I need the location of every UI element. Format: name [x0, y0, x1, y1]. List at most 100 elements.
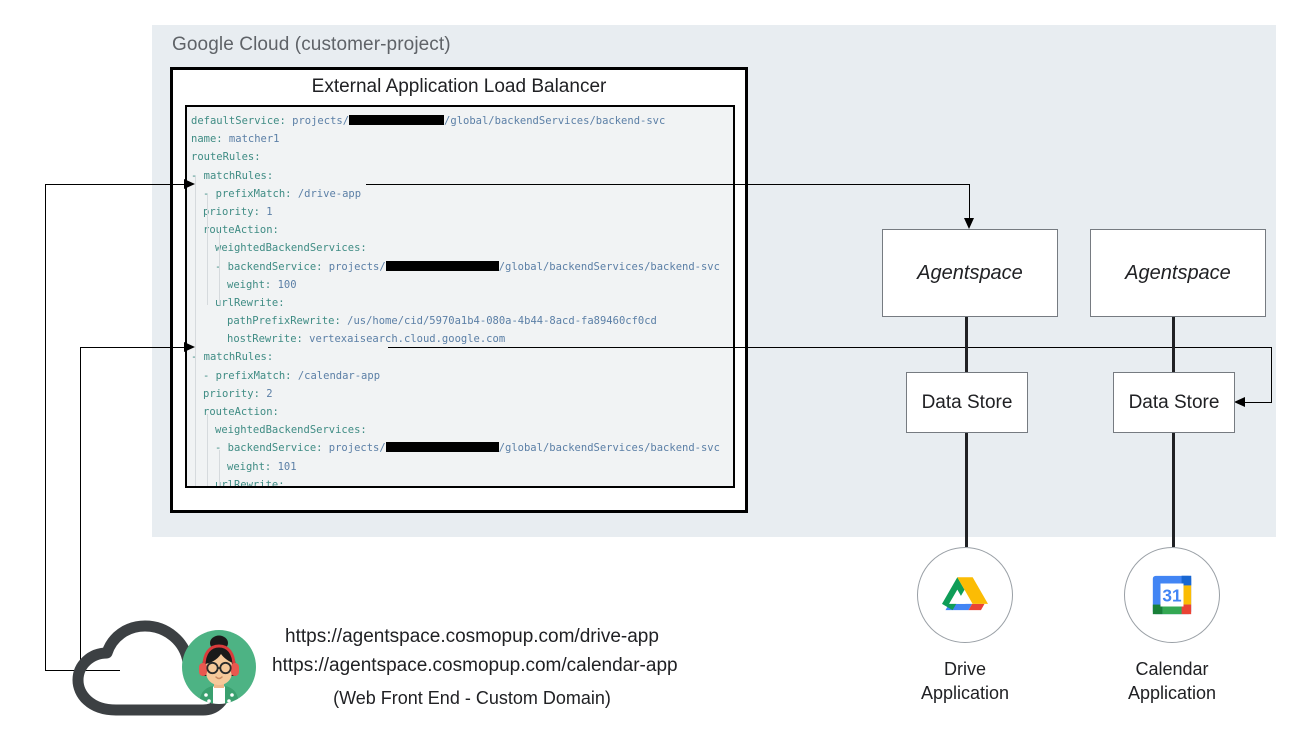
- calendar-application-icon[interactable]: 31 Calendar Application: [1124, 547, 1220, 703]
- yaml-value: /calendar-app: [291, 369, 381, 382]
- yaml-line: pathPrefixRewrite: /us/home/cid/5970a1b4…: [191, 312, 733, 330]
- yaml-line: - matchRules:: [191, 348, 733, 366]
- arrowhead-calendar-rule: [184, 342, 195, 352]
- yaml-key: weightedBackendServices:: [215, 242, 367, 255]
- yaml-line: name: matcher1: [191, 130, 733, 148]
- drive-label-line2: Application: [920, 683, 1010, 703]
- node-agentspace-left[interactable]: Agentspace: [882, 229, 1058, 317]
- yaml-key: - prefixMatch:: [203, 369, 292, 382]
- indent-guide: [207, 195, 208, 305]
- yaml-line: routeAction:: [191, 221, 733, 239]
- yaml-value: 101: [271, 460, 297, 473]
- link-datastore-left-to-drive-app: [964, 432, 968, 547]
- indent-guide: [207, 414, 208, 486]
- yaml-value-tail: /global/backendServices/backend-svc: [444, 115, 666, 127]
- yaml-value: /drive-app: [291, 187, 362, 200]
- arrowhead-drive-rule: [184, 179, 195, 189]
- yaml-value: matcher1: [222, 133, 280, 146]
- yaml-value-tail: /global/backendServices/backend-svc: [498, 260, 720, 273]
- yaml-key: - prefixMatch:: [203, 187, 292, 200]
- yaml-value: 2: [259, 387, 273, 400]
- calendar-label-line2: Application: [1127, 683, 1217, 703]
- yaml-value: 1: [259, 205, 273, 218]
- google-drive-icon: [917, 547, 1013, 643]
- drive-application-icon[interactable]: Drive Application: [917, 547, 1013, 703]
- node-datastore-left[interactable]: Data Store: [906, 372, 1028, 433]
- connector-user-to-calendar-vertical: [80, 347, 82, 671]
- google-cloud-panel-title: Google Cloud (customer-project): [172, 34, 451, 55]
- yaml-key: - backendService:: [215, 260, 323, 273]
- calendar-label-line1: Calendar: [1135, 659, 1209, 679]
- yaml-line: hostRewrite: vertexaisearch.cloud.google…: [191, 330, 733, 348]
- yaml-key: hostRewrite:: [227, 333, 303, 346]
- indent-guide: [219, 450, 220, 486]
- yaml-line: weightedBackendServices:: [191, 421, 733, 439]
- yaml-line: - matchRules:: [191, 167, 733, 185]
- yaml-line: routeAction:: [191, 403, 733, 421]
- yaml-line: weightedBackendServices:: [191, 239, 733, 257]
- arrowhead-agentspace-left: [964, 218, 974, 229]
- connector-calendar-to-datastore-v: [1271, 347, 1273, 403]
- link-agentspace-right-to-datastore: [1171, 316, 1175, 373]
- yaml-line: - prefixMatch: /drive-app: [191, 185, 733, 203]
- yaml-value: projects/: [285, 115, 350, 127]
- yaml-value: projects/: [322, 442, 386, 455]
- calendar-application-label: Calendar Application: [1087, 657, 1257, 705]
- indent-guide: [195, 177, 196, 486]
- yaml-key: - matchRules:: [191, 169, 274, 182]
- redacted-project-id: [385, 442, 499, 453]
- redacted-project-id: [349, 115, 445, 125]
- link-agentspace-left-to-datastore: [964, 316, 968, 373]
- yaml-value: projects/: [322, 260, 386, 273]
- yaml-key: - backendService:: [215, 442, 323, 455]
- google-calendar-icon: 31: [1124, 547, 1220, 643]
- yaml-key: routeAction:: [203, 224, 279, 237]
- yaml-line: priority: 2: [191, 385, 733, 403]
- connector-calendar-rule-arrow-line: [80, 347, 188, 349]
- yaml-key: weightedBackendServices:: [215, 424, 367, 437]
- yaml-value: /us/home/cid/5970a1b4-080a-4b44-8acd-fa8…: [340, 315, 657, 328]
- yaml-key: priority:: [203, 205, 260, 218]
- yaml-key: urlRewrite:: [215, 478, 285, 488]
- yaml-key: weight:: [227, 278, 272, 291]
- yaml-key: defaultService:: [191, 115, 286, 127]
- connector-calendar-to-datastore-h2: [1245, 402, 1272, 404]
- yaml-line: defaultService: projects/ /global/backend…: [191, 112, 733, 130]
- url-drive-app[interactable]: https://agentspace.cosmopup.com/drive-ap…: [285, 626, 659, 647]
- node-datastore-right[interactable]: Data Store: [1113, 372, 1235, 433]
- yaml-key: urlRewrite:: [215, 296, 285, 309]
- connector-user-to-drive-vertical: [45, 184, 47, 671]
- connector-calendar-to-datastore-h1: [388, 347, 1272, 349]
- yaml-line: urlRewrite:: [191, 476, 733, 488]
- user-avatar-icon: [182, 630, 256, 704]
- yaml-key: routeRules:: [191, 151, 261, 164]
- yaml-value: vertexaisearch.cloud.google.com: [302, 333, 506, 346]
- drive-label-line1: Drive: [943, 659, 986, 679]
- url-calendar-app[interactable]: https://agentspace.cosmopup.com/calendar…: [272, 655, 678, 676]
- yaml-line: urlRewrite:: [191, 294, 733, 312]
- endpoint-urls: https://agentspace.cosmopup.com/drive-ap…: [272, 622, 678, 713]
- arrowhead-datastore-right: [1234, 397, 1245, 407]
- link-datastore-right-to-calendar-app: [1171, 432, 1175, 547]
- endpoint-caption: (Web Front End - Custom Domain): [333, 688, 611, 708]
- yaml-line: priority: 1: [191, 203, 733, 221]
- yaml-line: routeRules:: [191, 148, 733, 166]
- yaml-key: weight:: [227, 460, 272, 473]
- yaml-line: weight: 100: [191, 276, 733, 294]
- yaml-key: priority:: [203, 387, 260, 400]
- yaml-key: pathPrefixRewrite:: [227, 315, 341, 328]
- connector-drive-to-agentspace-h: [366, 184, 970, 186]
- yaml-value-tail: /global/backendServices/backend-svc: [498, 442, 720, 455]
- drive-application-label: Drive Application: [880, 657, 1050, 705]
- yaml-line: - prefixMatch: /calendar-app: [191, 367, 733, 385]
- indent-guide: [219, 231, 220, 305]
- url-map-yaml: defaultService: projects/ /global/backend…: [187, 107, 733, 488]
- load-balancer-title: External Application Load Balancer: [311, 76, 607, 97]
- yaml-value: 100: [271, 278, 297, 291]
- yaml-line: - backendService: projects/ /global/backe…: [191, 439, 733, 457]
- yaml-key: - matchRules:: [191, 351, 274, 364]
- connector-drive-rule-arrow-line: [45, 184, 188, 186]
- redacted-project-id: [385, 260, 499, 271]
- node-agentspace-right[interactable]: Agentspace: [1090, 229, 1266, 317]
